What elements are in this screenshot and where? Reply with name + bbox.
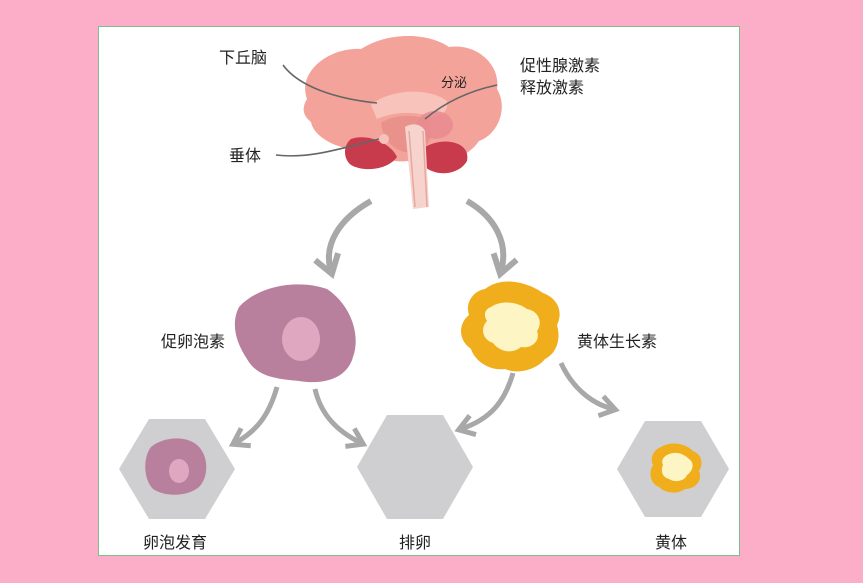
label-gnrh-line1: 促性腺激素 xyxy=(520,56,601,75)
corpus-luteum-hexagon xyxy=(617,421,729,517)
label-fsh: 促卵泡素 xyxy=(161,332,226,351)
arrow-fsh-to-ovulation xyxy=(312,388,368,449)
arrow-lh-to-corpus-luteum xyxy=(558,361,620,419)
lh-cell xyxy=(461,281,560,372)
brain-cerebellum-right xyxy=(420,141,468,174)
label-follicle-development: 卵泡发育 xyxy=(143,533,208,552)
leader-line-hypothalamus xyxy=(282,64,378,104)
label-corpus-luteum: 黄体 xyxy=(655,533,688,552)
arrow-fsh-to-follicle xyxy=(228,386,280,449)
brain-stem-outline xyxy=(408,130,428,208)
follicle-development-hexagon xyxy=(119,419,235,519)
brain-pituitary-gland xyxy=(379,134,389,144)
label-ovulation: 排卵 xyxy=(399,533,432,552)
arrow-lh-to-ovulation xyxy=(454,372,516,437)
arrow-brain-to-fsh xyxy=(313,198,373,280)
label-secrete: 分泌 xyxy=(441,76,468,91)
fsh-cell xyxy=(234,284,356,383)
diagram-panel: 下丘脑 垂体 分泌 促性腺激素 释放激素 促卵泡素 黄体生长素 卵泡发育 排卵 … xyxy=(98,26,740,556)
label-pituitary: 垂体 xyxy=(229,146,262,165)
leader-line-pituitary xyxy=(275,138,380,157)
arrow-brain-to-lh xyxy=(465,198,519,280)
lh-cell-core xyxy=(483,302,540,352)
leader-line-gnrh xyxy=(424,84,498,120)
hormone-pathway-diagram xyxy=(119,36,729,519)
label-lh: 黄体生长素 xyxy=(577,332,658,351)
corpus-luteum-inner xyxy=(661,452,693,482)
brain-illustration xyxy=(303,36,502,209)
label-hypothalamus: 下丘脑 xyxy=(219,48,268,67)
label-gnrh-line2: 释放激素 xyxy=(520,78,585,97)
follicle-nucleus xyxy=(169,459,189,483)
fsh-cell-nucleus xyxy=(282,317,320,361)
brain-stem xyxy=(405,124,429,209)
ovulation-hexagon xyxy=(357,415,473,519)
